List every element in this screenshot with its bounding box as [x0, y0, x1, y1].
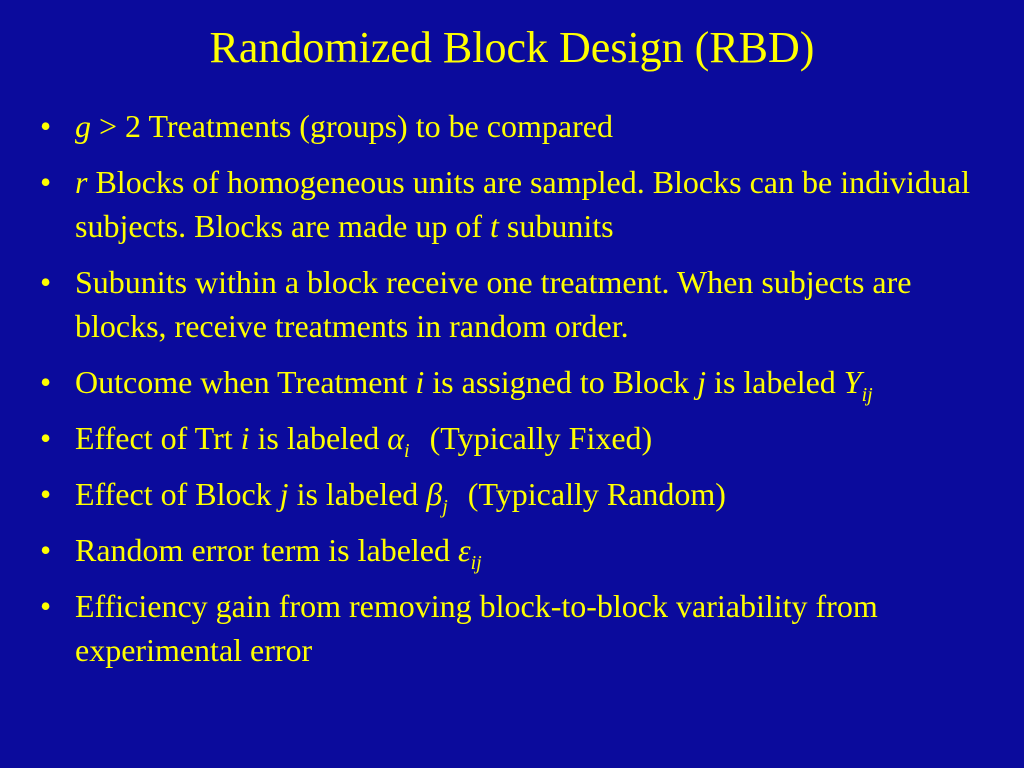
subscript: i: [404, 440, 410, 462]
bullet-text: Blocks of homogeneous units are sampled.…: [75, 164, 970, 244]
bullet-item: • Effect of Trt i is labeled αi(Typicall…: [40, 416, 1000, 462]
bullet-item: • Subunits within a block receive one tr…: [40, 260, 1000, 348]
bullet-marker: •: [40, 476, 52, 512]
bullet-text-var: j: [279, 476, 289, 512]
bullet-marker: •: [40, 364, 52, 400]
bullet-text: is labeled: [288, 476, 427, 512]
bullet-text: is labeled: [249, 420, 388, 456]
bullet-item: • Effect of Block j is labeled βj(Typica…: [40, 472, 1000, 518]
bullet-text-var: i: [415, 364, 425, 400]
bullet-text-var: r: [75, 164, 88, 200]
bullet-text-var: t: [490, 208, 499, 244]
bullet-text: Effect of Trt: [75, 420, 241, 456]
greek-symbol: α: [387, 420, 405, 456]
subscript: j: [442, 496, 448, 518]
bullet-item: • r Blocks of homogeneous units are samp…: [40, 160, 1000, 248]
bullet-item: • g > 2 Treatments (groups) to be compar…: [40, 104, 1000, 148]
greek-symbol: β: [426, 476, 443, 512]
bullet-marker: •: [40, 588, 52, 624]
bullet-text: is assigned to Block: [424, 364, 698, 400]
bullet-text: Random error term is labeled: [75, 532, 458, 568]
bullet-marker: •: [40, 420, 52, 456]
bullet-text-var: j: [697, 364, 707, 400]
bullet-item: • Outcome when Treatment i is assigned t…: [40, 360, 1000, 406]
bullet-text: > 2 Treatments (groups) to be compared: [91, 108, 613, 144]
bullet-marker: •: [40, 532, 52, 568]
bullet-text: (Typically Random): [467, 476, 726, 512]
bullet-marker: •: [40, 164, 52, 200]
bullet-item: • Random error term is labeled εij: [40, 528, 1000, 574]
bullet-text-var: g: [75, 108, 91, 144]
slide-title: Randomized Block Design (RBD): [209, 23, 815, 72]
bullet-text: Effect of Block: [75, 476, 280, 512]
bullet-text: Outcome when Treatment: [75, 364, 416, 400]
bullet-text: is labeled: [706, 364, 844, 400]
bullet-text: Efficiency gain from removing block-to-b…: [75, 588, 878, 668]
bullet-text: Subunits within a block receive one trea…: [75, 264, 912, 344]
bullet-text-var: Y: [843, 364, 862, 400]
subscript: ij: [470, 552, 482, 574]
subscript: ij: [861, 384, 873, 406]
bullet-list: • g > 2 Treatments (groups) to be compar…: [40, 104, 1000, 684]
bullet-marker: •: [40, 264, 52, 300]
bullet-text: subunits: [498, 208, 614, 244]
bullet-marker: •: [40, 108, 52, 144]
bullet-text-var: i: [240, 420, 250, 456]
bullet-item: • Efficiency gain from removing block-to…: [40, 584, 1000, 672]
greek-symbol: ε: [457, 532, 471, 568]
bullet-text: (Typically Fixed): [429, 420, 653, 456]
